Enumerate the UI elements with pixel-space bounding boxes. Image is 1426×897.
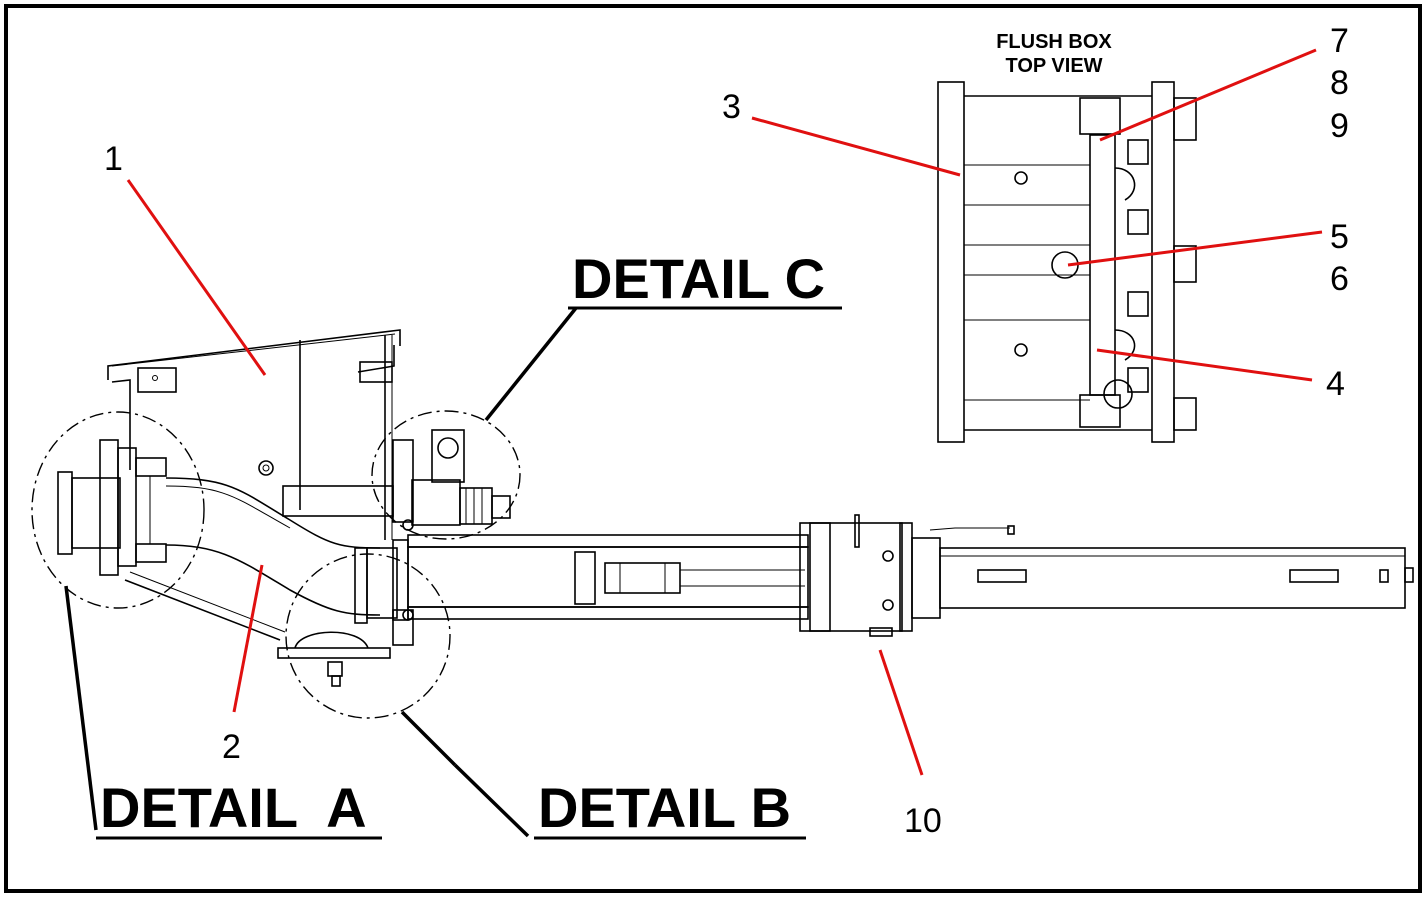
callout-10: 10: [904, 802, 942, 840]
drawing-border: [4, 4, 1422, 893]
leader-10: [878, 649, 924, 776]
detail-c-circle: [371, 410, 521, 540]
callout-8: 8: [1330, 64, 1349, 102]
callout-2: 2: [222, 728, 241, 766]
detail-a-circle: [31, 411, 205, 609]
flush-box-top-view: [937, 81, 1197, 443]
leader-1: [126, 179, 267, 376]
top-view-title-line2: TOP VIEW: [1005, 55, 1102, 77]
detail-b-leader-2: [400, 710, 457, 767]
callout-6: 6: [1330, 260, 1349, 298]
actuator-cylinder: [402, 514, 1414, 637]
detail-c-label: DETAIL C: [572, 247, 825, 310]
flush-box-side-view: [57, 329, 511, 687]
leader-3: [751, 116, 961, 177]
callout-5: 5: [1330, 218, 1349, 256]
detail-b-circle: [285, 553, 451, 719]
callout-3: 3: [722, 88, 741, 126]
detail-a-label: DETAIL A: [100, 776, 367, 839]
leader-2: [232, 564, 264, 713]
detail-a-leader: [64, 585, 98, 831]
callout-4: 4: [1326, 365, 1345, 403]
callout-9: 9: [1330, 107, 1349, 145]
top-view-title-line1: FLUSH BOX: [996, 31, 1112, 53]
callout-1: 1: [104, 140, 123, 178]
detail-c-leader: [484, 306, 578, 422]
leader-4: [1096, 348, 1313, 382]
detail-b-label: DETAIL B: [538, 776, 791, 839]
leader-7: [1099, 48, 1317, 142]
leader-5: [1067, 230, 1323, 267]
callout-7: 7: [1330, 22, 1349, 60]
detail-b-leader: [453, 763, 530, 838]
